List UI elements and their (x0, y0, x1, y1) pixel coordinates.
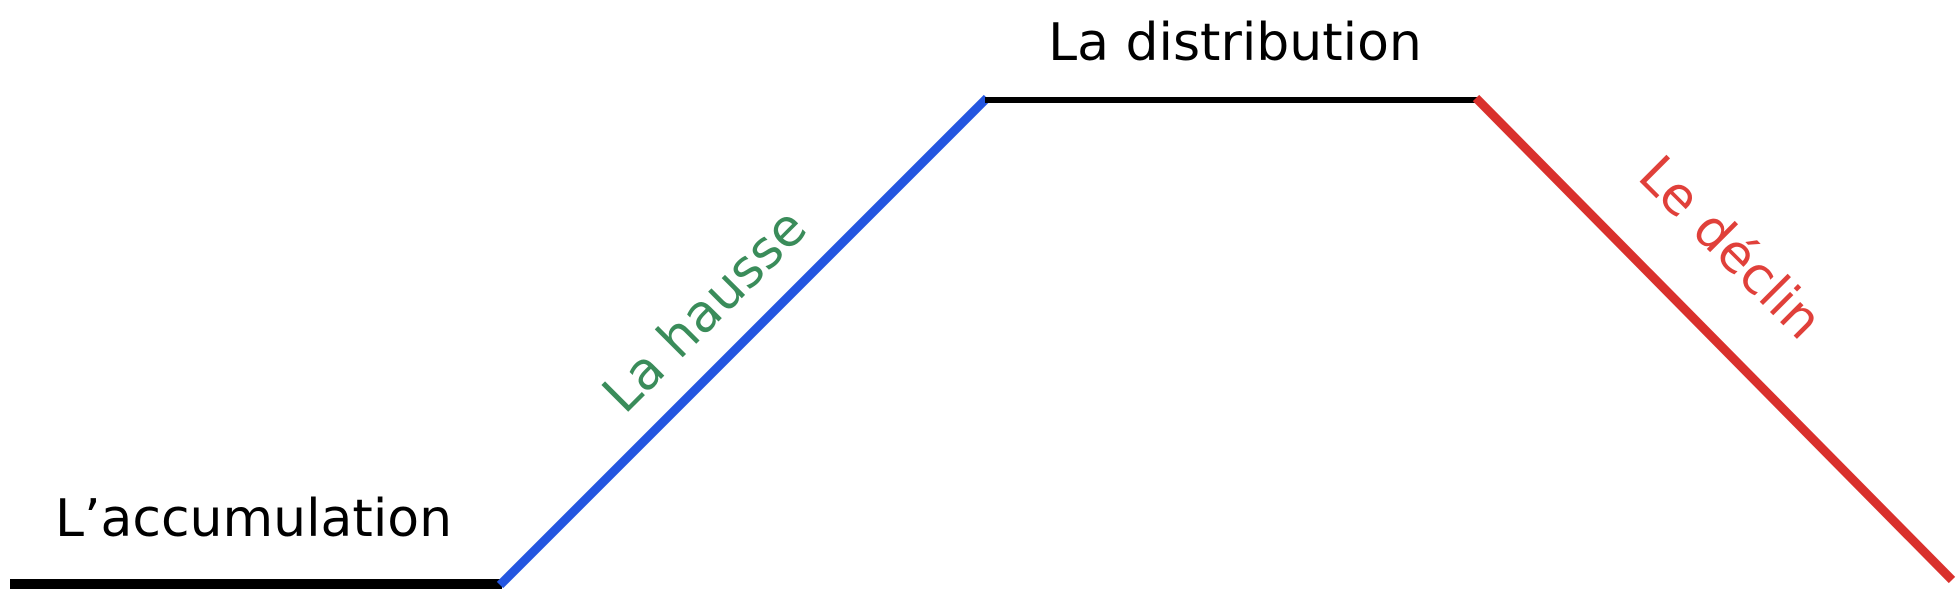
rise-line (496, 94, 991, 589)
rise-label: La hausse (591, 197, 818, 424)
accumulation-label: L’accumulation (55, 489, 452, 549)
decline-label: Le déclin (1627, 145, 1833, 351)
distribution-label: La distribution (1048, 13, 1422, 73)
decline-line (1472, 94, 1956, 584)
